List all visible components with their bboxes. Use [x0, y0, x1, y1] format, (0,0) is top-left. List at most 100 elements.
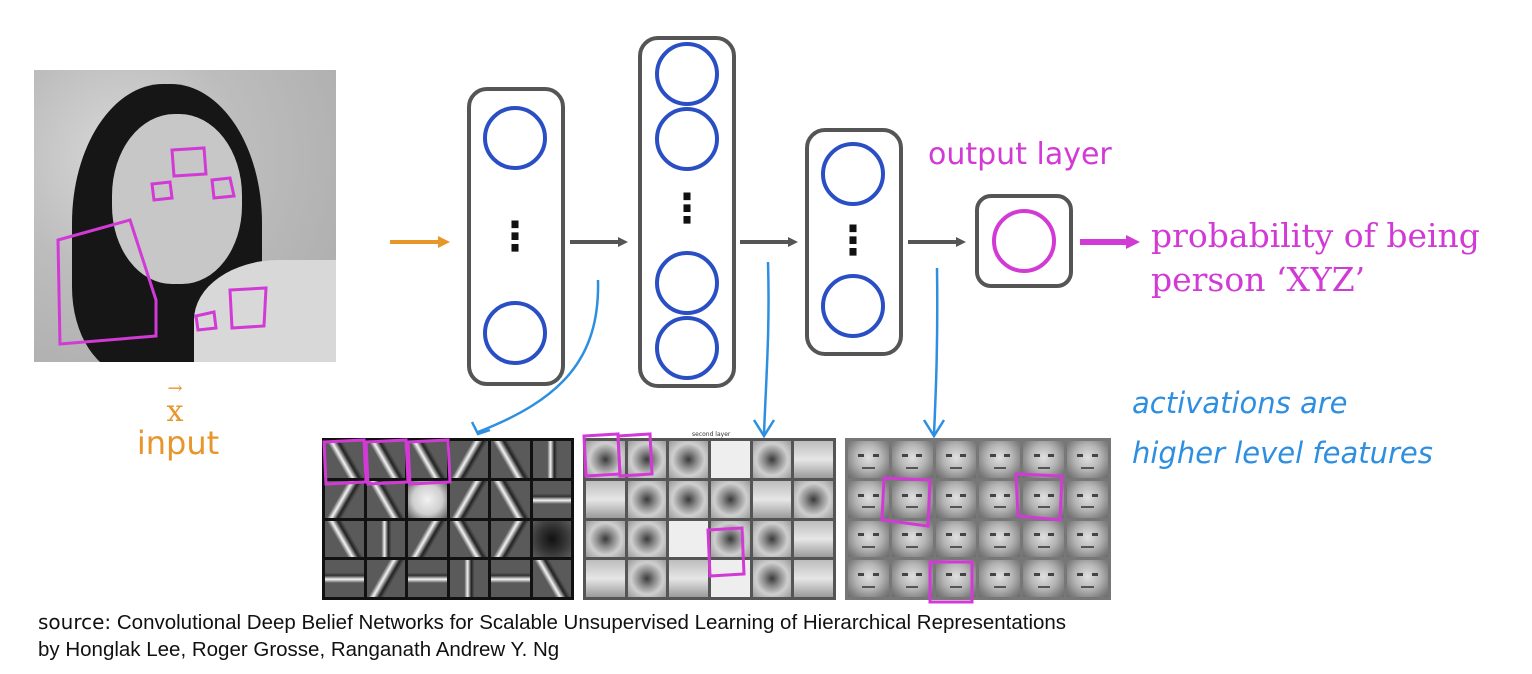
photo-face — [112, 114, 242, 284]
feature-cell — [935, 480, 977, 518]
feature-cell — [491, 520, 530, 558]
annotation-box — [364, 438, 410, 486]
feature-cell — [711, 480, 750, 518]
feature-cell — [979, 520, 1021, 558]
source-title: Convolutional Deep Belief Networks for S… — [116, 611, 1067, 634]
neuron — [483, 301, 547, 365]
annotation-box — [194, 310, 218, 332]
feature-cell — [325, 560, 364, 597]
source-label: source: — [38, 610, 112, 634]
input-label: input — [136, 424, 220, 462]
feature-cell — [669, 560, 708, 597]
annotation-box — [616, 432, 654, 478]
input-vector-letter: x — [166, 394, 184, 429]
neuron — [655, 107, 719, 171]
annotation-box — [150, 180, 174, 202]
annotation-box — [706, 526, 746, 578]
feature-cell — [627, 441, 667, 478]
feature-cell — [752, 441, 792, 478]
handwritten-arrow-3 — [932, 267, 939, 435]
annotation-box — [322, 438, 368, 486]
feature-cell — [532, 520, 571, 558]
feature-cell — [935, 441, 977, 478]
feature-cell — [408, 560, 447, 597]
feature-cell — [794, 480, 833, 518]
source-line-1: source: Convolutional Deep Belief Networ… — [38, 609, 1478, 636]
feature-cell — [1067, 520, 1108, 558]
feature-cell — [325, 441, 364, 478]
neuron — [655, 316, 719, 380]
parts-grid-title: second layer — [692, 431, 731, 438]
face-features-grid — [845, 438, 1111, 600]
input-vector-symbol: → x — [160, 378, 190, 430]
neuron — [655, 251, 719, 315]
handwritten-arrow-2-head — [752, 419, 776, 439]
feature-cell — [408, 441, 447, 478]
feature-cell — [325, 520, 364, 558]
feature-cell — [408, 480, 447, 518]
neuron — [483, 106, 547, 170]
feature-cell — [979, 560, 1021, 597]
feature-cell — [586, 520, 625, 558]
annotation-box — [1014, 472, 1064, 522]
feature-cell — [711, 441, 750, 478]
neuron — [655, 42, 719, 106]
feature-cell — [366, 441, 405, 478]
feature-cell — [848, 560, 889, 597]
input-vector-arrow: → — [167, 378, 183, 399]
feature-cell — [586, 560, 625, 597]
feature-cell — [325, 480, 364, 518]
feature-cell — [532, 441, 571, 478]
feature-cell — [532, 560, 571, 597]
note-line-2: higher level features — [1132, 436, 1433, 470]
feature-cell — [491, 560, 530, 597]
prediction-line-2: person ‘XYZ’ — [1151, 260, 1366, 299]
feature-cell — [366, 560, 405, 597]
feature-cell — [627, 560, 667, 597]
hidden-layer-2-ellipsis: ⋮ — [667, 186, 707, 232]
handwritten-note: activations are higher level features — [1132, 378, 1433, 478]
feature-cell — [491, 441, 530, 478]
hidden-layer-1-ellipsis: ⋮ — [495, 214, 535, 260]
feature-cell — [1067, 441, 1108, 478]
feature-cell — [669, 480, 708, 518]
handwritten-arrow-1-head — [470, 421, 491, 436]
feature-cell — [891, 441, 933, 478]
feature-cell — [794, 441, 833, 478]
source-authors: by Honglak Lee, Roger Grosse, Ranganath … — [38, 638, 560, 661]
handwritten-arrow-1 — [477, 279, 600, 434]
feature-cell — [669, 520, 708, 558]
feature-cell — [449, 520, 488, 558]
feature-cell — [935, 560, 977, 597]
input-face-photo — [34, 70, 336, 362]
handwritten-arrow-2 — [762, 261, 770, 435]
feature-cell — [627, 480, 667, 518]
feature-cell — [366, 520, 405, 558]
prediction-text: probability of being person ‘XYZ’ — [1151, 214, 1480, 302]
feature-cell — [1067, 480, 1108, 518]
feature-cell — [449, 480, 488, 518]
annotation-box — [880, 476, 932, 528]
part-features-grid — [583, 438, 836, 600]
feature-cell — [491, 480, 530, 518]
hidden-layer-3-box — [805, 128, 903, 356]
feature-cell — [408, 520, 447, 558]
annotation-box — [210, 176, 236, 200]
handwritten-arrow-3-head — [922, 419, 946, 439]
feature-cell — [979, 441, 1021, 478]
feature-cell — [752, 520, 792, 558]
feature-cell — [449, 441, 488, 478]
feature-cell — [1023, 441, 1065, 478]
neuron — [821, 142, 885, 206]
feature-cell — [848, 520, 889, 558]
feature-cell — [1023, 560, 1065, 597]
note-line-1: activations are — [1132, 386, 1348, 420]
feature-cell — [1067, 560, 1108, 597]
feature-cell — [366, 480, 405, 518]
feature-cell — [935, 520, 977, 558]
neuron — [821, 274, 885, 338]
feature-cell — [848, 441, 889, 478]
feature-cell — [752, 560, 792, 597]
